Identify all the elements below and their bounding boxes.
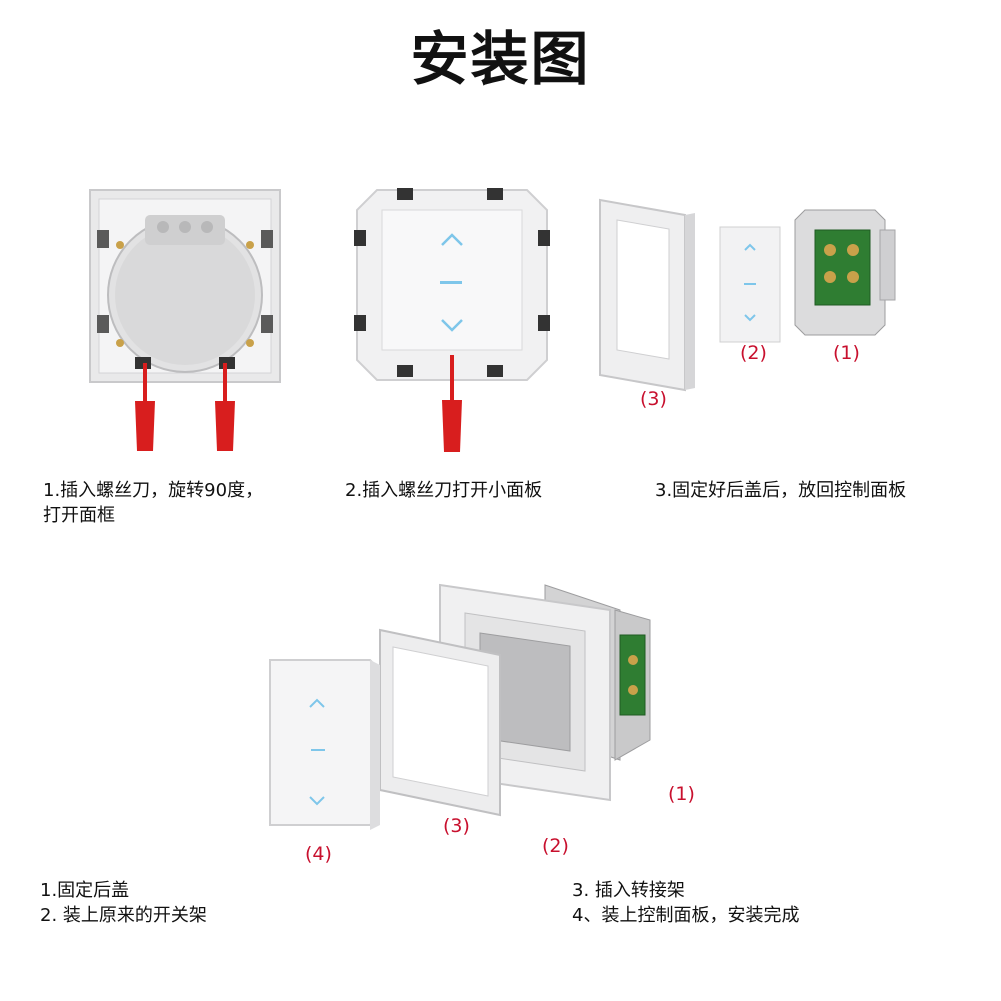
figure-open-frame	[89, 189, 281, 451]
label-part-3: (3)	[640, 388, 667, 410]
arrow-down-icon	[309, 796, 325, 806]
figure-small-panel	[354, 188, 550, 452]
label-part-1: (1)	[833, 342, 860, 364]
label-part-4: (4)	[305, 843, 332, 865]
label-part-1: (1)	[668, 783, 695, 805]
screwdriver-icon	[442, 355, 462, 452]
label-part-3: (3)	[443, 815, 470, 837]
step-caption-bottom-left: 1.固定后盖 2. 装上原来的开关架	[40, 880, 207, 926]
dash-icon	[311, 749, 325, 751]
page-title: 安装图	[410, 25, 591, 93]
label-part-2: (2)	[740, 342, 767, 364]
figure-exploded-top	[599, 198, 896, 392]
step-caption-3: 3.固定好后盖后，放回控制面板	[655, 480, 907, 501]
step-caption-1: 1.插入螺丝刀，旋转90度， 打开面框	[43, 480, 264, 526]
screwdriver-icon	[215, 363, 235, 451]
step-caption-2: 2.插入螺丝刀打开小面板	[345, 480, 543, 501]
dash-icon	[440, 281, 462, 284]
figure-exploded-bottom	[269, 583, 651, 830]
arrow-up-icon	[309, 698, 325, 708]
step-caption-bottom-right: 3. 插入转接架 4、装上控制面板，安装完成	[572, 880, 800, 926]
label-part-2: (2)	[542, 835, 569, 857]
arrow-up-icon	[441, 233, 463, 246]
arrow-down-icon	[441, 319, 463, 332]
screwdriver-icon	[135, 363, 155, 451]
